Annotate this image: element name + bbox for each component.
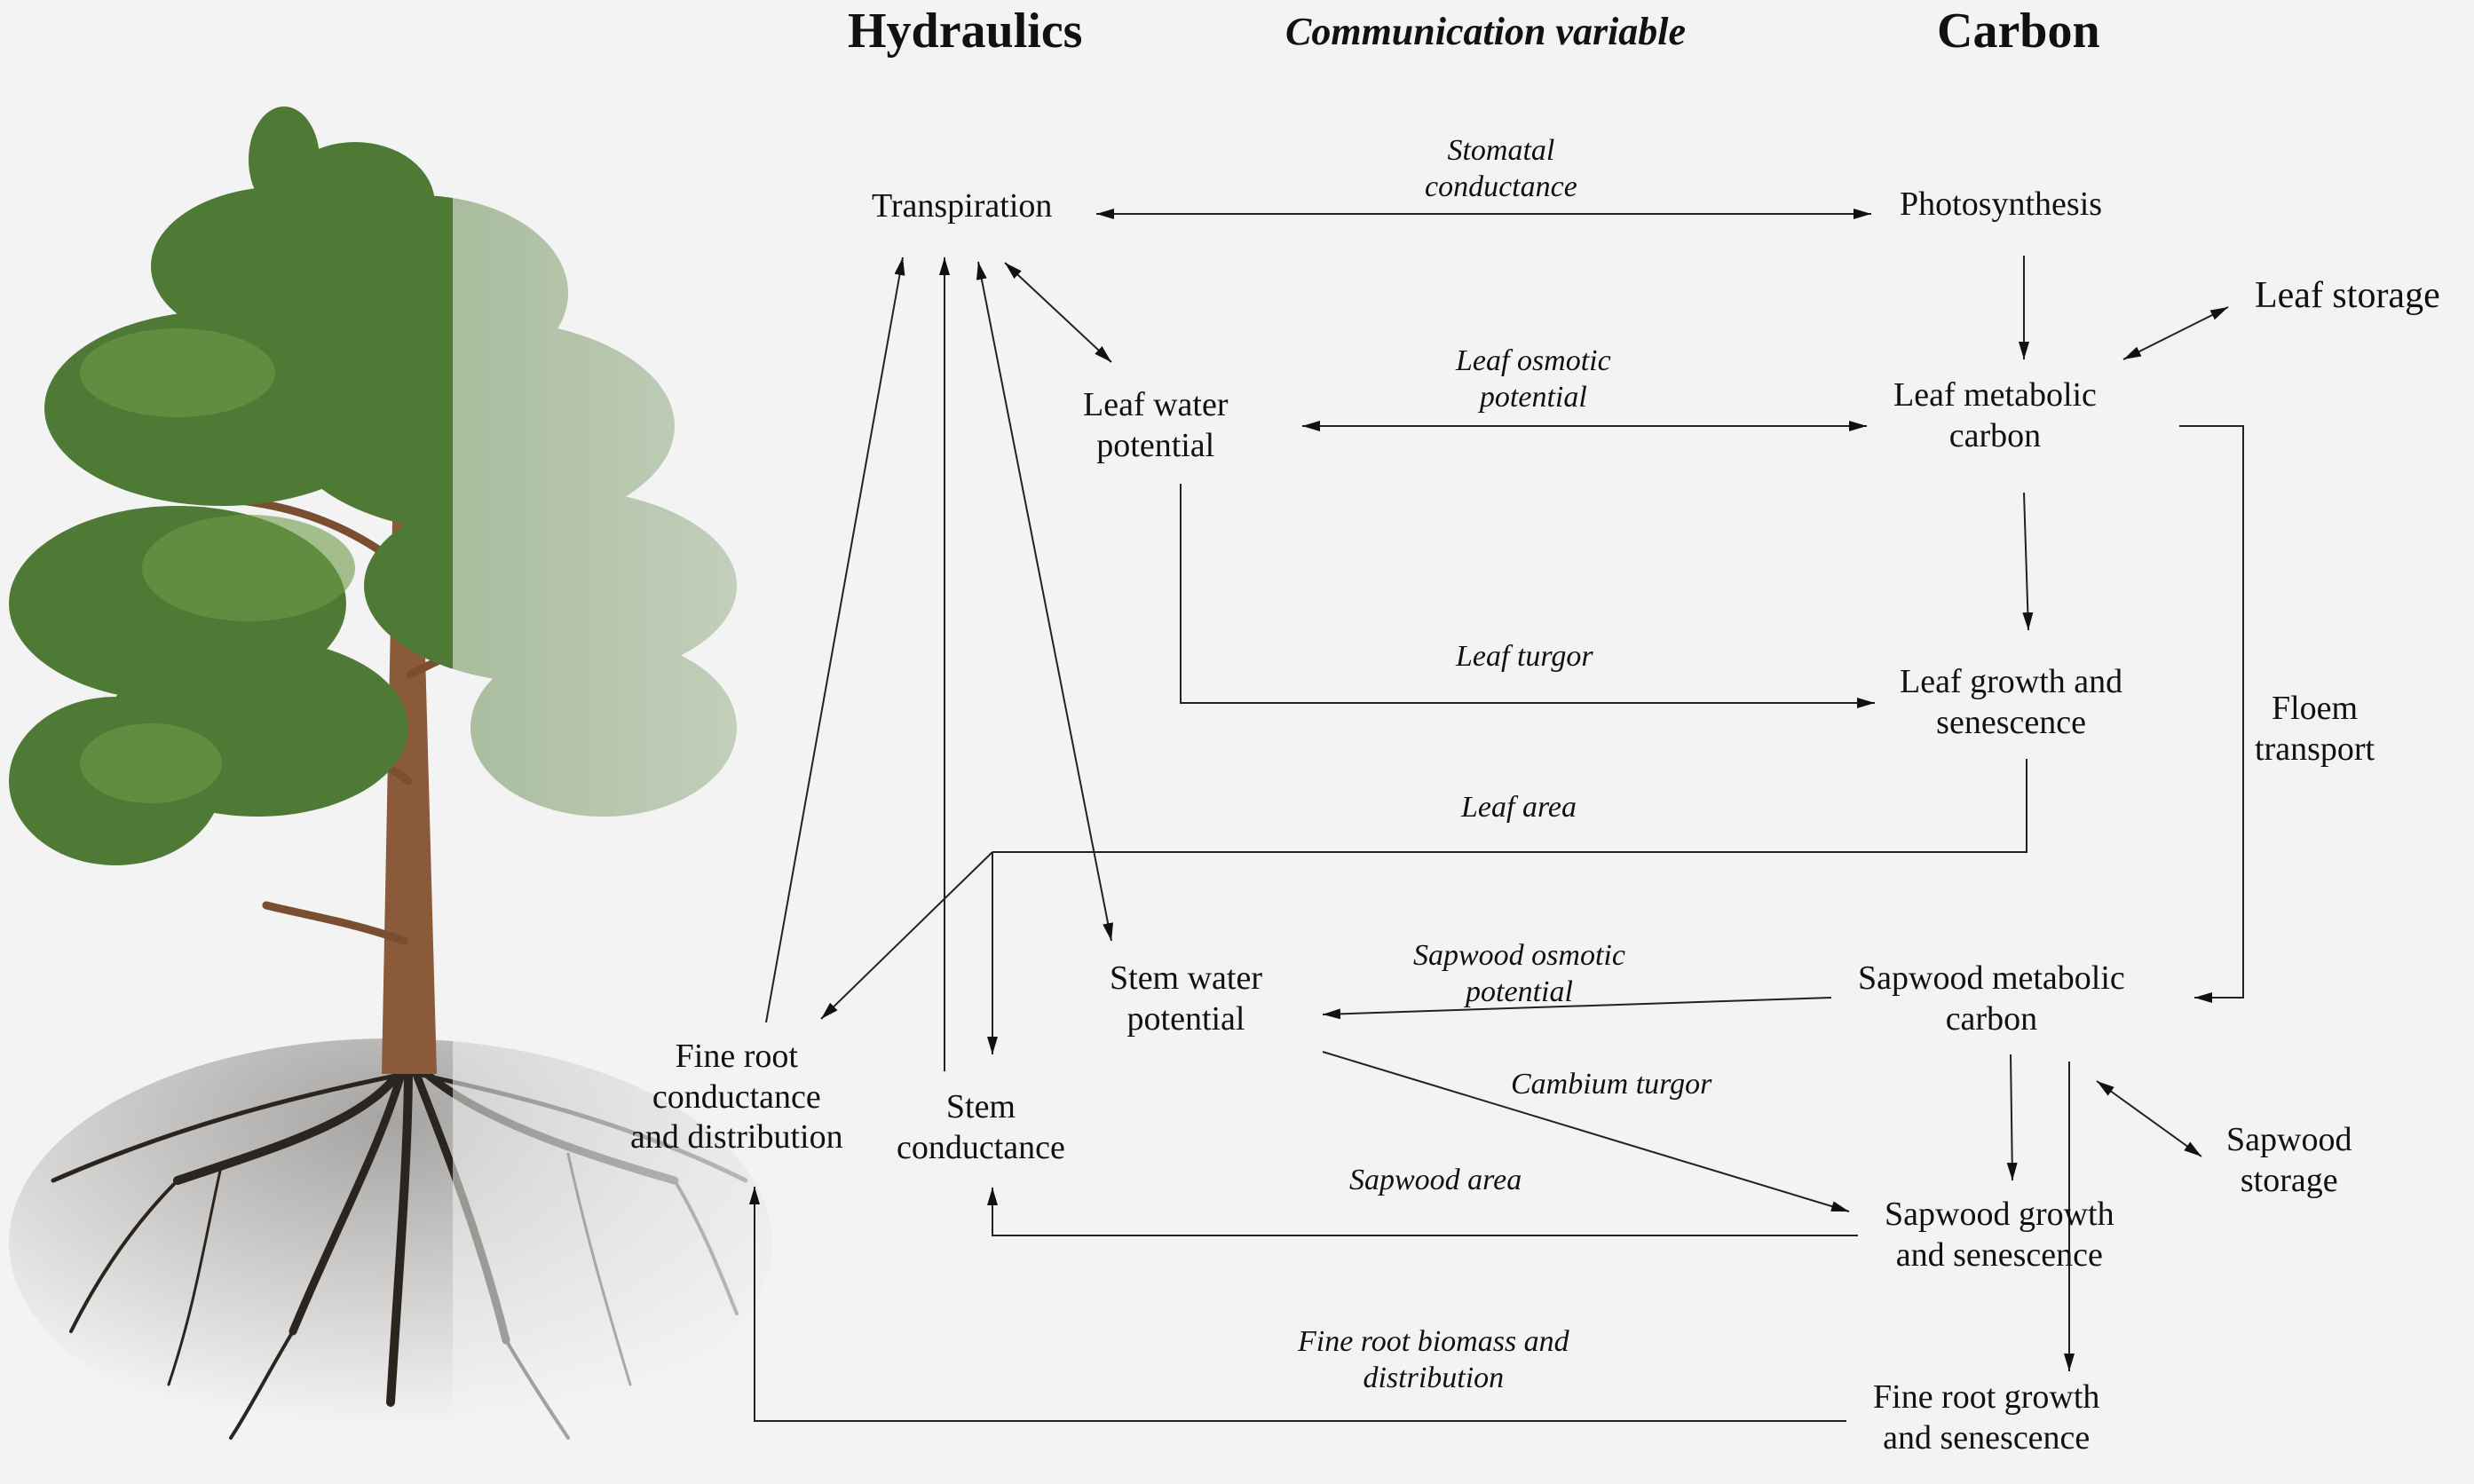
arrow-floem-transport xyxy=(2179,425,2244,1003)
arrow-sapwood-metabolic-to-growth xyxy=(2006,1054,2018,1181)
node-leaf-metabolic-carbon: Leaf metabolic carbon xyxy=(1893,376,2097,454)
header-communication-variable: Communication variable xyxy=(1285,10,1687,53)
arrow-leaf-area-to-fine-root xyxy=(820,851,993,1020)
var-leaf-turgor: Leaf turgor xyxy=(1456,640,1593,673)
node-sapwood-growth-and-senescence: Sapwood growth and senescence xyxy=(1885,1196,2114,1274)
var-leaf-area: Leaf area xyxy=(1461,791,1577,824)
node-leaf-storage: Leaf storage xyxy=(2255,275,2440,316)
arrow-leaf-metabolic-to-leaf-growth xyxy=(2022,492,2034,631)
var-leaf-osmotic-potential: Leaf osmotic potential xyxy=(1456,344,1611,414)
var-fine-root-biomass-and-distribution: Fine root biomass and distribution xyxy=(1298,1325,1569,1394)
arrow-transpiration-leaf-water xyxy=(1004,262,1112,363)
tree-fade-overlay xyxy=(453,142,772,1473)
node-transpiration: Transpiration xyxy=(872,187,1053,225)
node-fine-root-growth-and-senescence: Fine root growth and senescence xyxy=(1873,1378,2100,1456)
arrow-fine-root-to-transpiration xyxy=(765,257,905,1023)
arrow-leaf-turgor xyxy=(1180,484,1875,708)
var-cambium-turgor: Cambium turgor xyxy=(1511,1068,1712,1101)
var-stomatal-conductance: Stomatal conductance xyxy=(1425,134,1577,203)
node-leaf-growth-and-senescence: Leaf growth and senescence xyxy=(1900,663,2123,741)
node-sapwood-storage: Sapwood storage xyxy=(2226,1121,2352,1199)
header-carbon: Carbon xyxy=(1937,4,2100,59)
var-sapwood-area: Sapwood area xyxy=(1349,1164,1522,1196)
node-sapwood-metabolic-carbon: Sapwood metabolic carbon xyxy=(1858,959,2125,1038)
node-stem-water-potential: Stem water potential xyxy=(1110,959,1263,1038)
node-floem-transport: Floem transport xyxy=(2255,690,2375,768)
foliage-highlight xyxy=(80,328,355,803)
arrow-fine-root-biomass xyxy=(749,1187,1846,1422)
arrow-sapwood-storage xyxy=(2096,1080,2202,1157)
arrow-sapwood-area xyxy=(987,1188,1858,1236)
node-stem-conductance: Stem conductance xyxy=(897,1088,1065,1166)
line-leaf-area xyxy=(992,759,2027,853)
var-sapwood-osmotic-potential: Sapwood osmotic potential xyxy=(1413,939,1625,1008)
node-leaf-water-potential: Leaf water potential xyxy=(1083,386,1229,464)
arrow-leaf-storage xyxy=(2122,306,2229,360)
arrow-transpiration-stem-water xyxy=(976,261,1114,942)
node-photosynthesis: Photosynthesis xyxy=(1900,186,2103,223)
arrow-cambium-turgor xyxy=(1322,1051,1850,1212)
arrow-sapwood-osmotic-potential xyxy=(1322,997,1832,1020)
header-hydraulics: Hydraulics xyxy=(848,4,1083,59)
node-fine-root-conductance: Fine root conductance and distribution xyxy=(630,1038,843,1156)
